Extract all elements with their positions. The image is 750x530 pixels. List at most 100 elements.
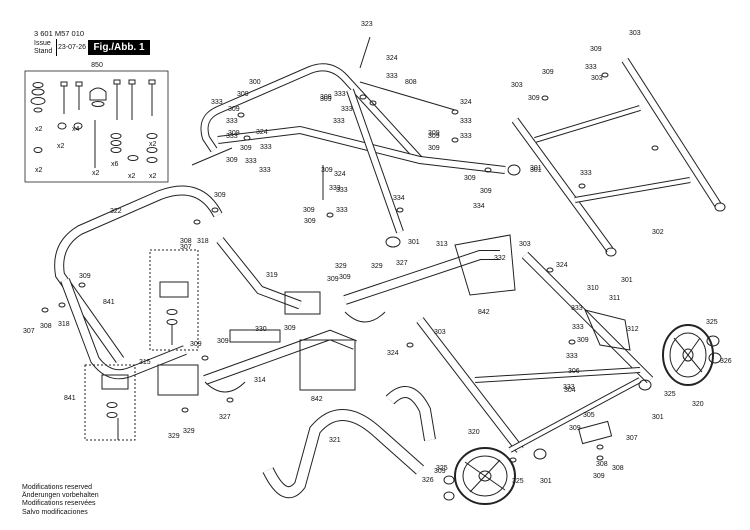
footer-line: Salvo modificaciones (22, 508, 88, 516)
part-callout: 333 (585, 64, 597, 71)
part-callout: 309 (226, 157, 238, 164)
part-callout: 333 (334, 91, 346, 98)
issue-label: Issue (34, 40, 51, 47)
part-callout: 308 (180, 238, 192, 245)
part-callout: 333 (386, 73, 398, 80)
part-callout: 321 (329, 437, 341, 444)
part-callout: 303 (434, 329, 446, 336)
small-parts (33, 120, 158, 168)
part-callout: 300 (249, 79, 261, 86)
part-callout: 318 (58, 321, 70, 328)
part-callout: 308 (596, 461, 608, 468)
kit-qty: x2 (57, 143, 65, 150)
bolt-column (113, 79, 156, 120)
part-callout: 322 (110, 208, 122, 215)
part-callout: 303 (591, 75, 603, 82)
part-callout: 307 (180, 244, 192, 251)
part-callout: 301 (530, 165, 542, 172)
figure-label: Fig./Abb. 1 (88, 40, 150, 55)
part-callout: 301 (621, 277, 633, 284)
part-callout: 307 (23, 328, 35, 335)
part-callout: 309 (464, 175, 476, 182)
issue-date: 23-07-26 (58, 44, 87, 51)
part-callout: 309 (428, 133, 440, 140)
part-callout: 309 (228, 130, 240, 137)
hardware-kit-box: 850 (24, 62, 169, 183)
part-callout: 333 (211, 99, 223, 106)
stand-label: Stand (34, 48, 53, 55)
part-callout: 333 (226, 118, 238, 125)
wheel-320-lower (454, 447, 516, 505)
part-callout: 301 (540, 478, 552, 485)
part-callout: 333 (566, 353, 578, 360)
leg-frame-322 (54, 185, 302, 380)
part-callout: 320 (468, 429, 480, 436)
part-callout: 309 (214, 192, 226, 199)
part-callout: 325 (436, 465, 448, 472)
footer-line: Modifications reserved (22, 484, 93, 491)
part-callout: 334 (393, 195, 405, 202)
part-callout: 310 (587, 285, 599, 292)
kit-qty: x2 (35, 167, 43, 174)
part-callout: 333 (563, 384, 575, 391)
part-callout: 325 (512, 478, 524, 485)
part-callout: 330 (255, 326, 267, 333)
part-callout: 305 (583, 412, 595, 419)
washer-stack (30, 82, 46, 113)
kit-qty: x2 (149, 141, 157, 148)
leg-frame-321 (262, 386, 436, 499)
part-callout: 309 (590, 46, 602, 53)
footer-notice: Modifications reserved Änderungen vorbeh… (22, 484, 99, 517)
part-callout: 304 (564, 387, 576, 394)
part-callout: 808 (405, 79, 417, 86)
part-callout: 303 (629, 30, 641, 37)
part-callout: 309 (190, 341, 202, 348)
kit-qty: x6 (111, 161, 119, 168)
hardware-841-upper (149, 249, 199, 351)
part-callout: 333 (571, 305, 583, 312)
part-callout: 309 (320, 94, 332, 101)
part-callout: 333 (336, 187, 348, 194)
part-callout: 309 (228, 106, 240, 113)
part-callout: 308 (40, 323, 52, 330)
part-callout: 307 (626, 435, 638, 442)
part-callout: 309 (428, 145, 440, 152)
part-callout: 309 (304, 218, 316, 225)
part-callout: 327 (219, 414, 231, 421)
part-callout: 324 (387, 350, 399, 357)
part-callout: 306 (568, 368, 580, 375)
part-callout: 309 (320, 96, 332, 103)
footer-line: Änderungen vorbehalten (22, 492, 99, 500)
part-callout: 301 (652, 414, 664, 421)
part-callout: 329 (168, 433, 180, 440)
part-callout: 309 (434, 468, 446, 475)
part-callout: 333 (329, 185, 341, 192)
part-callout: 333 (245, 158, 257, 165)
part-callout: 334 (473, 203, 485, 210)
model-number: 3 601 M57 010 (34, 29, 85, 38)
part-callout: 309 (303, 207, 315, 214)
hardware-841-lower (84, 364, 136, 441)
part-callout: 312 (627, 326, 639, 333)
part-callout: 333 (336, 207, 348, 214)
bracket-319 (157, 291, 321, 396)
leg-frame-302 (511, 57, 726, 257)
part-callout: 315 (139, 359, 151, 366)
kit-qty: x4 (72, 126, 80, 133)
part-callout: 308 (612, 465, 624, 472)
part-callout: 333 (460, 133, 472, 140)
bolt-long (60, 81, 83, 114)
hardware-kit-number: 850 (91, 62, 103, 69)
part-callout: 309 (217, 338, 229, 345)
hubcaps (443, 335, 722, 501)
kit-qty: x2 (149, 173, 157, 180)
part-callout: 326 (720, 358, 732, 365)
part-callout: 326 (422, 477, 434, 484)
part-callout: 319 (266, 272, 278, 279)
part-callout: 314 (254, 377, 266, 384)
leg-frame-304 (416, 251, 654, 460)
kit-qty: x2 (35, 126, 43, 133)
part-callout: 329 (183, 428, 195, 435)
part-callout: 842 (478, 309, 490, 316)
